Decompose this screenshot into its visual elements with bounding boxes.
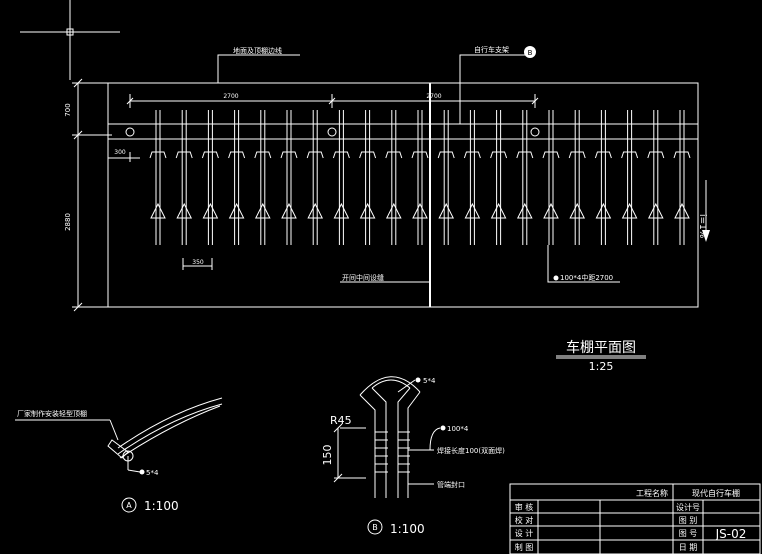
detail-b-top: 5*4 xyxy=(423,377,436,385)
tb-left-3: 制 图 xyxy=(515,542,534,552)
detail-a-roof-label: 厂家制作安装轻型顶棚 xyxy=(17,409,87,418)
bike-rack xyxy=(306,110,324,245)
support-circle xyxy=(125,127,135,137)
label-edge: 地面及顶棚边线 xyxy=(233,46,282,55)
bike-rack xyxy=(516,110,534,245)
leader-bike: B 自行车支架 xyxy=(459,45,536,124)
detail-b-weld: 焊接长度100(双面焊) xyxy=(437,446,505,455)
label-joint: 开间中间设缝 xyxy=(342,273,384,282)
crosshair-cursor xyxy=(20,0,120,80)
callout-bike-marker: B xyxy=(528,49,533,57)
dim-spacing-text: 350 xyxy=(192,259,204,266)
title-block: 工程名称 现代自行车棚 审 核 校 对 设 计 制 图 设计号 图 别 图 号 … xyxy=(509,483,761,554)
detail-b-marker: B xyxy=(372,523,378,532)
bike-rack xyxy=(542,110,560,245)
bike-rack xyxy=(437,110,455,245)
plan-outline xyxy=(107,82,699,308)
detail-a: 5*4 厂家制作安装轻型顶棚 A 1:100 xyxy=(15,397,223,513)
slope-text: i=1% xyxy=(697,214,707,239)
tb-left-0: 审 核 xyxy=(515,502,534,512)
project-value: 现代自行车棚 xyxy=(692,488,740,498)
detail-b: R45 150 5*4 100*4 焊接长度100(双面焊) 管端封口 B 1:… xyxy=(321,376,505,536)
bike-rack xyxy=(280,110,298,245)
plan-scale-text: 1:25 xyxy=(589,360,614,373)
tb-right-3: 日 期 xyxy=(679,543,698,552)
tb-left-2: 设 计 xyxy=(515,528,534,538)
bike-rack xyxy=(647,110,665,245)
bike-rack xyxy=(332,110,350,245)
bike-rack xyxy=(149,110,167,245)
tb-right-0: 设计号 xyxy=(676,502,700,512)
label-tube: 100*4中距2700 xyxy=(560,273,613,282)
bike-rack xyxy=(673,110,691,245)
support-circle xyxy=(530,127,540,137)
bike-rack xyxy=(385,110,403,245)
leader-joint: 开间中间设缝 xyxy=(340,273,430,283)
dim-bay-2-text: 2700 xyxy=(426,93,441,100)
offset-dimension: 300 xyxy=(108,149,140,162)
bike-racks xyxy=(149,110,691,245)
bike-rack xyxy=(359,110,377,245)
bike-rack xyxy=(175,110,193,245)
label-bike: 自行车支架 xyxy=(474,45,509,54)
support-circle xyxy=(327,127,337,137)
side-dimension: 700 2880 xyxy=(64,78,112,312)
dim-offset-text: 300 xyxy=(114,149,126,156)
detail-a-scale: 1:100 xyxy=(144,499,179,513)
horizontal-rails xyxy=(108,123,698,140)
dim-side-text: 2880 xyxy=(64,213,72,231)
detail-b-cap: 管端封口 xyxy=(437,480,465,489)
detail-b-pipe: 100*4 xyxy=(447,425,469,433)
plan-title: 车棚平面图 1:25 xyxy=(556,339,646,373)
bike-rack xyxy=(228,110,246,245)
leader-edge: 地面及顶棚边线 xyxy=(217,46,300,83)
tb-left-1: 校 对 xyxy=(515,515,534,525)
bike-rack xyxy=(411,110,429,245)
detail-b-radius: R45 xyxy=(330,414,352,427)
detail-b-height: 150 xyxy=(321,445,334,466)
leader-tube: 100*4中距2700 xyxy=(547,245,620,283)
bike-rack xyxy=(594,110,612,245)
bike-rack xyxy=(621,110,639,245)
tb-right-1: 图 别 xyxy=(679,516,698,525)
dim-bay-1-text: 2700 xyxy=(223,93,238,100)
plan-title-text: 车棚平面图 xyxy=(566,339,636,356)
bike-rack xyxy=(463,110,481,245)
project-label: 工程名称 xyxy=(636,488,668,498)
bay-dimensions: 2700 2700 xyxy=(126,93,539,108)
bike-rack xyxy=(254,110,272,245)
slope-arrow: i=1% xyxy=(697,180,710,242)
drawing-number: JS-02 xyxy=(715,527,747,541)
bike-rack xyxy=(201,110,219,245)
bike-rack xyxy=(490,110,508,245)
plan-view: 700 2880 2700 2700 xyxy=(64,45,710,312)
dim-top-text: 700 xyxy=(64,103,72,116)
tb-right-2: 图 号 xyxy=(679,529,698,538)
spacing-dimension: 350 xyxy=(182,258,213,270)
bike-rack xyxy=(568,110,586,245)
detail-b-scale: 1:100 xyxy=(390,522,425,536)
detail-a-pipe: 5*4 xyxy=(146,469,159,477)
detail-a-marker: A xyxy=(126,501,132,510)
